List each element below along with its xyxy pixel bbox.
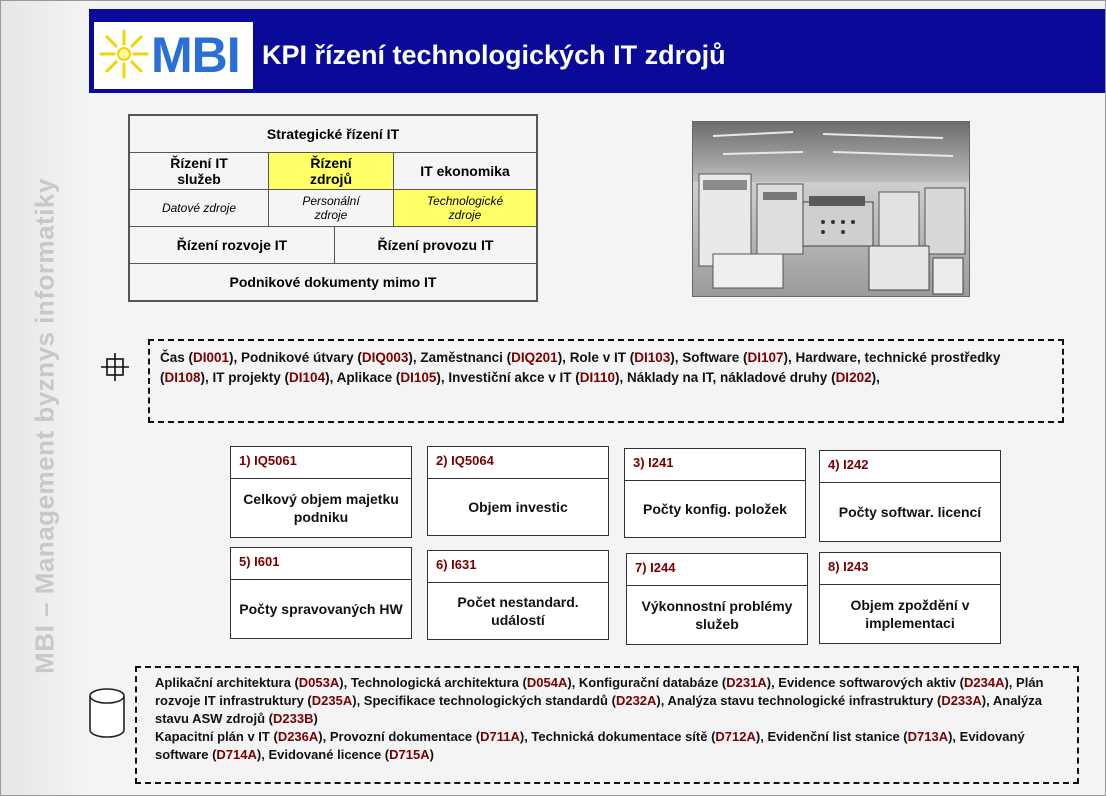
kpi-label: Počty softwar. licencí (838, 504, 982, 520)
document-code: D715A (389, 747, 430, 762)
kpi-card: 3) I241 Počty konfig. položek (624, 448, 806, 538)
document-name: Analýza stavu technologické infrastruktu… (667, 693, 934, 708)
document-name: Evidenční list stanice (767, 729, 900, 744)
entity-code: DI108 (164, 370, 201, 385)
entity-code: DI103 (634, 350, 671, 365)
entity-name: Role v IT (569, 350, 626, 365)
kpi-label: Objem zpoždění v implementaci (850, 597, 970, 631)
entity-name: Zaměstnanci (420, 350, 503, 365)
kpi-label: Počty konfig. položek (643, 501, 787, 517)
document-name: Evidovaný software (155, 729, 1025, 762)
kpi-card: 8) I243 Objem zpoždění v implementaci (819, 552, 1001, 644)
document-code: D232A (615, 693, 657, 708)
org-documents: Podnikové dokumenty mimo IT (129, 263, 537, 301)
document-code: D235A (311, 693, 353, 708)
org-development: Řízení rozvoje IT (129, 226, 335, 264)
entity-code: DI107 (747, 350, 784, 365)
kpi-id: 5) I601 (231, 548, 411, 580)
page-title: KPI řízení technologických IT zdrojů (262, 40, 726, 70)
document-code: D236A (277, 729, 319, 744)
kpi-card: 2) IQ5064 Objem investic (427, 446, 609, 536)
kpi-id: 3) I241 (625, 449, 805, 481)
sidebar-text: MBI – Management byznys informatiky (29, 178, 60, 674)
logo-text: MBI (151, 27, 241, 83)
document-name: Provozní dokumentace (329, 729, 473, 744)
entity-name: Software (682, 350, 740, 365)
crosshair-icon (101, 353, 129, 381)
org-resources: Řízení zdrojů (268, 152, 394, 190)
org-data: Datové zdroje (129, 189, 269, 227)
kpi-card: 1) IQ5061 Celkový objem majetku podniku (230, 446, 412, 538)
entity-name: Čas (160, 350, 185, 365)
entity-name: Investiční akce v IT (448, 370, 572, 385)
kpi-card: 7) I244 Výkonnostní problémy služeb (626, 553, 808, 645)
kpi-id: 7) I244 (627, 554, 807, 586)
kpi-id: 4) I242 (820, 451, 1000, 483)
entity-code: DI105 (400, 370, 437, 385)
kpi-label: Objem investic (468, 499, 568, 515)
org-strategic: Strategické řízení IT (129, 115, 537, 153)
entity-code: DI001 (193, 350, 230, 365)
document-name: Analýza stavu ASW zdrojů (155, 693, 1042, 726)
org-personnel: Personální zdroje (268, 189, 394, 227)
entity-name: Náklady na IT, nákladové druhy (626, 370, 828, 385)
document-code: D711A (480, 729, 520, 744)
org-economics: IT ekonomika (393, 152, 537, 190)
entity-code: DI202 (835, 370, 872, 385)
logo: MBI (94, 22, 253, 89)
document-code: D714A (216, 747, 257, 762)
document-name: Technologická architektura (350, 675, 519, 690)
entity-name: IT projekty (212, 370, 281, 385)
kpi-card: 4) I242 Počty softwar. licencí (819, 450, 1001, 542)
document-code: D233B (272, 711, 314, 726)
kpi-label: Počet nestandard. událostí (457, 594, 579, 628)
entity-name: Podnikové útvary (241, 350, 354, 365)
entity-name: Aplikace (336, 370, 393, 385)
org-technology: Technologické zdroje (393, 189, 537, 227)
server-room-photo (692, 121, 970, 297)
org-chart: Strategické řízení IT Řízení IT služeb Ř… (128, 114, 538, 302)
server-room-image (693, 122, 969, 296)
documents-box: Aplikační architektura (D053A), Technolo… (135, 666, 1079, 784)
document-code: D713A (907, 729, 949, 744)
sun-logo-icon (99, 29, 149, 79)
kpi-label: Počty spravovaných HW (239, 601, 403, 617)
document-code: D231A (726, 675, 767, 690)
entity-code: DIQ201 (511, 350, 558, 365)
document-code: D233A (941, 693, 982, 708)
document-name: Konfigurační databáze (578, 675, 719, 690)
sidebar: MBI – Management byznys informatiky (1, 1, 89, 795)
database-icon (89, 688, 125, 738)
entity-code: DI104 (289, 370, 326, 385)
document-name: Evidence softwarových aktiv (778, 675, 957, 690)
document-name: Kapacitní plán v IT (155, 729, 270, 744)
kpi-id: 2) IQ5064 (428, 447, 608, 479)
kpi-id: 8) I243 (820, 553, 1000, 585)
document-code: D712A (715, 729, 756, 744)
document-code: D054A (526, 675, 568, 690)
kpi-card: 6) I631 Počet nestandard. událostí (427, 550, 609, 640)
document-code: D053A (298, 675, 340, 690)
kpi-label: Výkonnostní problémy služeb (641, 598, 793, 632)
entity-code: DI110 (579, 370, 615, 385)
kpi-label: Celkový objem majetku podniku (243, 491, 399, 525)
document-name: Plán rozvoje IT infrastruktury (155, 675, 1044, 708)
kpi-id: 1) IQ5061 (231, 447, 411, 479)
kpi-id: 6) I631 (428, 551, 608, 583)
entities-box: Čas (DI001), Podnikové útvary (DIQ003), … (148, 339, 1064, 423)
entity-code: DIQ003 (361, 350, 409, 365)
org-operations: Řízení provozu IT (334, 226, 537, 264)
entity-name: Hardware, technické prostředky (795, 350, 1001, 365)
header-bar (89, 9, 1105, 93)
document-name: Technická dokumentace sítě (531, 729, 708, 744)
document-name: Aplikační architektura (155, 675, 291, 690)
document-code: D234A (964, 675, 1005, 690)
document-name: Specifikace technologických standardů (363, 693, 608, 708)
document-name: Evidované licence (268, 747, 382, 762)
org-services: Řízení IT služeb (129, 152, 269, 190)
kpi-card: 5) I601 Počty spravovaných HW (230, 547, 412, 639)
